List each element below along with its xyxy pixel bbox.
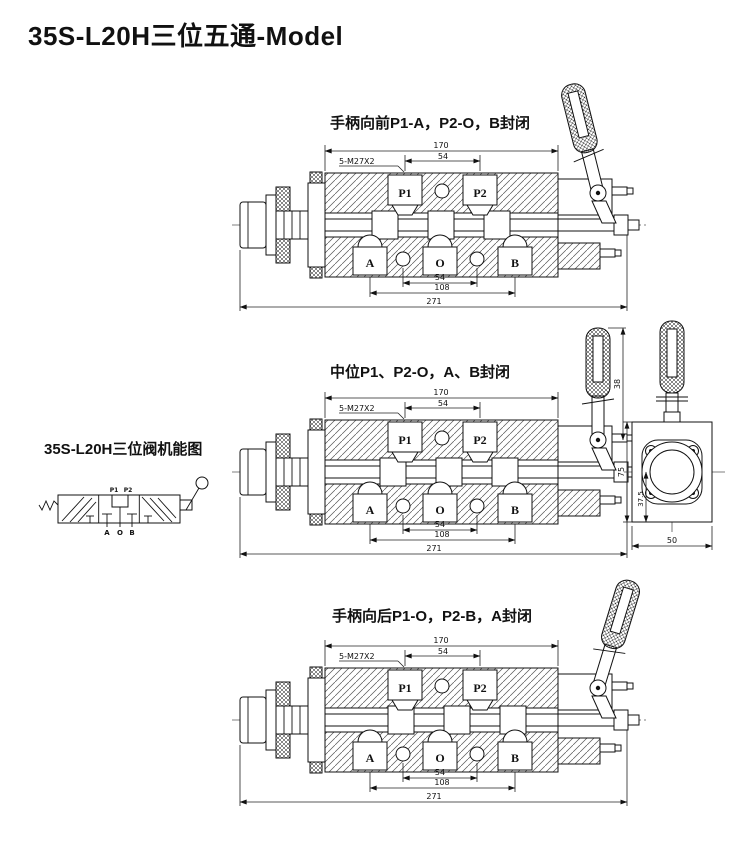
dim-thread: 5-M27X2: [339, 157, 375, 166]
dim-271: 271: [426, 544, 441, 553]
schematic-title: 35S-L20H三位阀机能图: [44, 441, 203, 458]
port-p2-label: P2: [473, 186, 486, 200]
bolt-hole: [470, 252, 484, 266]
port-b: B: [498, 235, 532, 275]
valve-body: P1 P2 A O B: [325, 173, 558, 277]
schematic-p2-label: P2: [124, 487, 133, 494]
handle: [582, 328, 614, 442]
bolt-hole: [435, 679, 449, 693]
port-p1: P1: [388, 422, 422, 462]
section-view-handle-forward: P1 P2 A O B: [230, 75, 650, 322]
dim-handle: 38: [613, 379, 622, 389]
port-b: B: [498, 482, 532, 522]
port-p1: P1: [388, 175, 422, 215]
port-p1-label: P1: [398, 433, 411, 447]
lever-icon: [180, 477, 208, 510]
end-cap-assembly: [240, 419, 325, 525]
valve-function-symbol: P1 P2 A O B: [28, 460, 228, 537]
dim-271: 271: [426, 792, 441, 801]
dim-108: 108: [434, 530, 449, 539]
bolt-hole: [470, 747, 484, 761]
bolt-hole: [396, 499, 410, 513]
dim-50: 50: [667, 536, 677, 545]
port-p2: P2: [463, 175, 497, 215]
symbol-body: [58, 495, 180, 527]
bolt-hole: [435, 431, 449, 445]
port-p1-label: P1: [398, 186, 411, 200]
dim-54-bottom: 54: [435, 273, 445, 282]
dim-271: 271: [426, 297, 441, 306]
dim-108: 108: [434, 778, 449, 787]
spool-lands: [372, 211, 510, 239]
handle-bracket: [558, 179, 639, 269]
port-p1-label: P1: [398, 681, 411, 695]
dimensions: 170 54 5-M27X2 54 108 271: [240, 636, 627, 806]
port-a: A: [353, 482, 387, 522]
port-o: O: [423, 235, 457, 275]
schematic-o-label: O: [117, 529, 123, 537]
port-p2-label: P2: [473, 433, 486, 447]
schematic-p1-label: P1: [110, 487, 119, 494]
dimensions: 170 54 5-M27X2 54 108 271: [240, 141, 627, 311]
port-o: O: [423, 730, 457, 770]
schematic-b-label: B: [129, 529, 134, 537]
port-o: O: [423, 482, 457, 522]
port-p2: P2: [463, 422, 497, 462]
dim-170: 170: [433, 141, 448, 150]
dim-54-top: 54: [438, 399, 448, 408]
bolt-hole: [470, 499, 484, 513]
port-b: B: [498, 730, 532, 770]
port-b-label: B: [511, 751, 519, 765]
dim-37-5: 37.5: [637, 491, 645, 507]
port-o-label: O: [435, 256, 444, 270]
dim-108: 108: [434, 283, 449, 292]
port-p2-label: P2: [473, 681, 486, 695]
caption-neutral: 中位P1、P2-O，A、B封闭: [330, 364, 511, 381]
handle: [582, 576, 646, 694]
port-a-label: A: [366, 256, 375, 270]
port-a: A: [353, 235, 387, 275]
end-view: 75 37.5 50: [617, 318, 735, 565]
dimensions: 170 54 5-M27X2 54 108 271 38: [240, 328, 627, 558]
dim-170: 170: [433, 636, 448, 645]
handle: [656, 321, 688, 422]
port-a-label: A: [366, 751, 375, 765]
port-o-label: O: [435, 751, 444, 765]
dim-thread: 5-M27X2: [339, 652, 375, 661]
dimensions: 75 37.5 50: [617, 422, 712, 550]
port-a: A: [353, 730, 387, 770]
handle: [555, 80, 614, 198]
dim-54-bottom: 54: [435, 768, 445, 777]
port-o-label: O: [435, 503, 444, 517]
schematic-a-label: A: [104, 529, 110, 537]
spring-icon: [39, 501, 58, 510]
caption-handle-forward: 手柄向前P1-A，P2-O，B封闭: [330, 115, 531, 132]
port-a-label: A: [366, 503, 375, 517]
end-body: [632, 422, 712, 522]
section-view-neutral: P1 P2 A O B: [230, 322, 650, 567]
end-cap-assembly: [240, 172, 325, 278]
section-view-handle-backward: P1 P2 A O B: [230, 570, 650, 820]
dim-54-top: 54: [438, 647, 448, 656]
page-title: 35S-L20H三位五通-Model: [28, 21, 344, 51]
dim-54-top: 54: [438, 152, 448, 161]
port-b-label: B: [511, 503, 519, 517]
dim-54-bottom: 54: [435, 520, 445, 529]
bolt-hole: [435, 184, 449, 198]
port-p2: P2: [463, 670, 497, 710]
dim-75: 75: [617, 467, 626, 477]
end-cap-assembly: [240, 667, 325, 773]
valve-body: P1 P2 A O B: [325, 668, 558, 772]
dim-thread: 5-M27X2: [339, 404, 375, 413]
port-p1: P1: [388, 670, 422, 710]
valve-body: P1 P2 A O B: [325, 420, 558, 524]
port-b-label: B: [511, 256, 519, 270]
bolt-hole: [396, 747, 410, 761]
dim-170: 170: [433, 388, 448, 397]
bolt-hole: [396, 252, 410, 266]
caption-handle-backward: 手柄向后P1-O，P2-B，A封闭: [332, 608, 533, 625]
